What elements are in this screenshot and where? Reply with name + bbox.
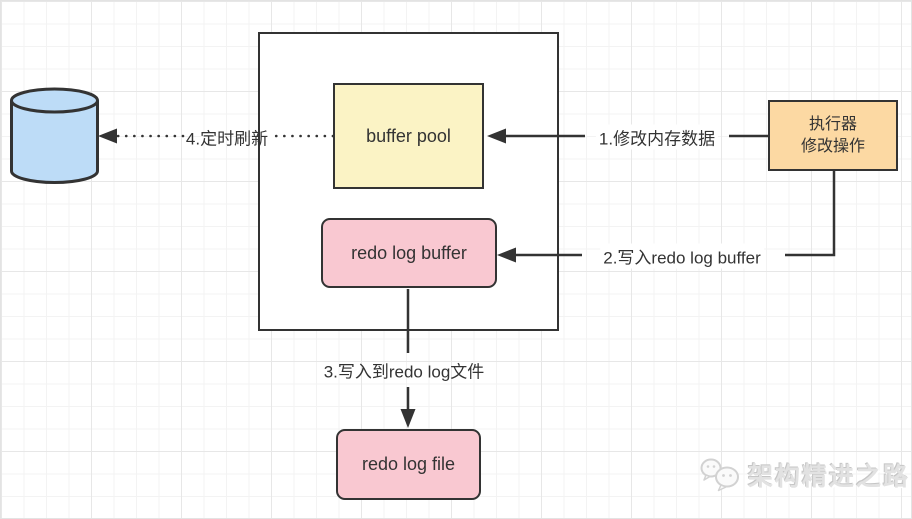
edge-step2 (497, 171, 836, 263)
buffer-pool-label: buffer pool (366, 125, 451, 146)
watermark-text: 架构精进之路 (748, 463, 911, 491)
executor-node: 执行器 修改操作 (768, 100, 898, 171)
redo-log-buffer-label: redo log buffer (351, 242, 467, 263)
wechat-icon (700, 458, 739, 492)
executor-label-line2: 修改操作 (800, 137, 865, 155)
edge-label-step4: 4.定时刷新 (185, 129, 269, 149)
arrowhead-step1 (487, 128, 506, 144)
database-cylinder-top (10, 87, 99, 114)
edge-step3 (400, 289, 416, 428)
redo-log-file-node: redo log file (336, 429, 481, 500)
edge-label-step1: 1.修改内存数据 (595, 124, 719, 150)
buffer-pool-node: buffer pool (333, 83, 484, 189)
edge-label-step3: 3.写入到redo log文件 (323, 362, 485, 382)
edge-step1 (487, 128, 768, 144)
edge-label-step2: 2.写入redo log buffer (600, 243, 764, 269)
redo-log-file-label: redo log file (361, 454, 456, 474)
database-cylinder-body (10, 100, 99, 184)
arrowhead-step2 (497, 247, 516, 263)
redo-log-buffer-node: redo log buffer (321, 218, 497, 288)
watermark: 架构精进之路 (699, 456, 910, 494)
arrowhead-step4 (98, 128, 117, 144)
executor-label: 执行器 修改操作 (801, 114, 865, 157)
arrowhead-step3 (400, 409, 416, 428)
executor-label-line1: 执行器 (808, 115, 857, 133)
edge-step4 (98, 128, 335, 144)
database-cylinder-shape (10, 87, 99, 184)
